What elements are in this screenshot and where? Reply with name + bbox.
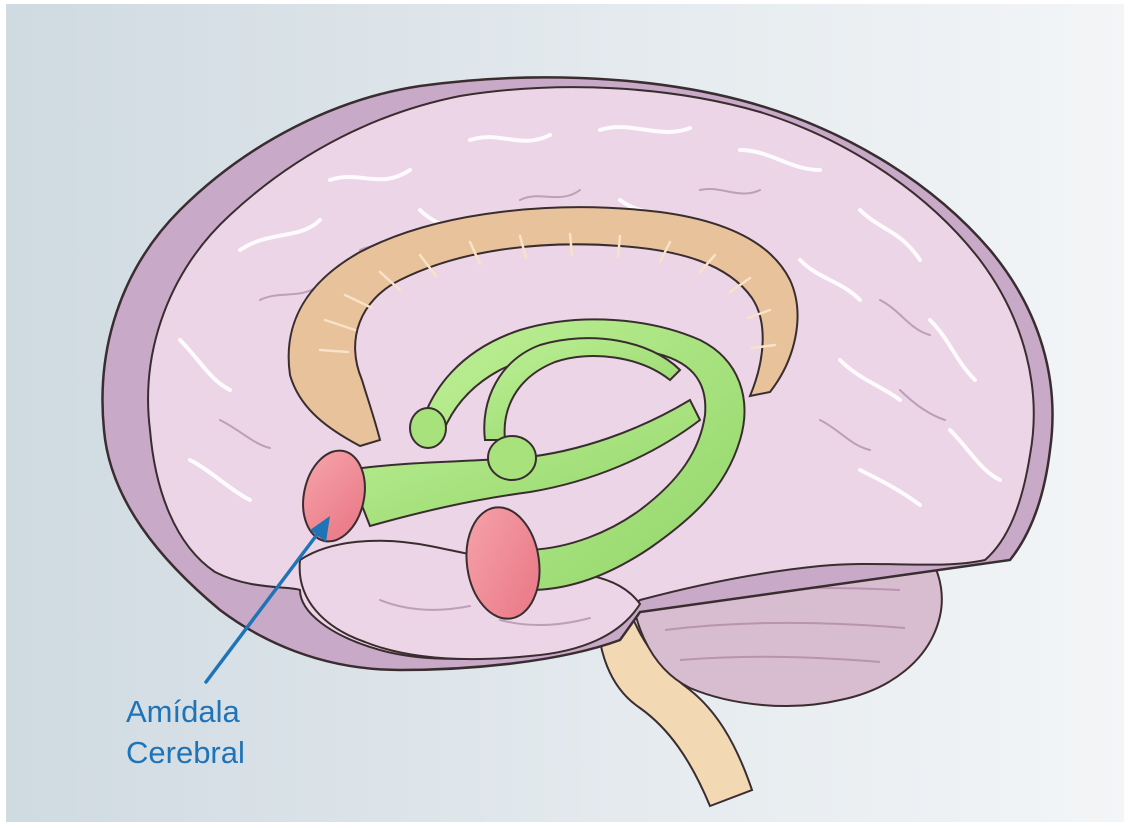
amygdala-label-line-2: Cerebral — [126, 735, 245, 771]
mammillary-body — [410, 408, 446, 448]
fornix-node — [488, 436, 536, 480]
amygdala-label-line-1: Amídala — [126, 694, 240, 730]
